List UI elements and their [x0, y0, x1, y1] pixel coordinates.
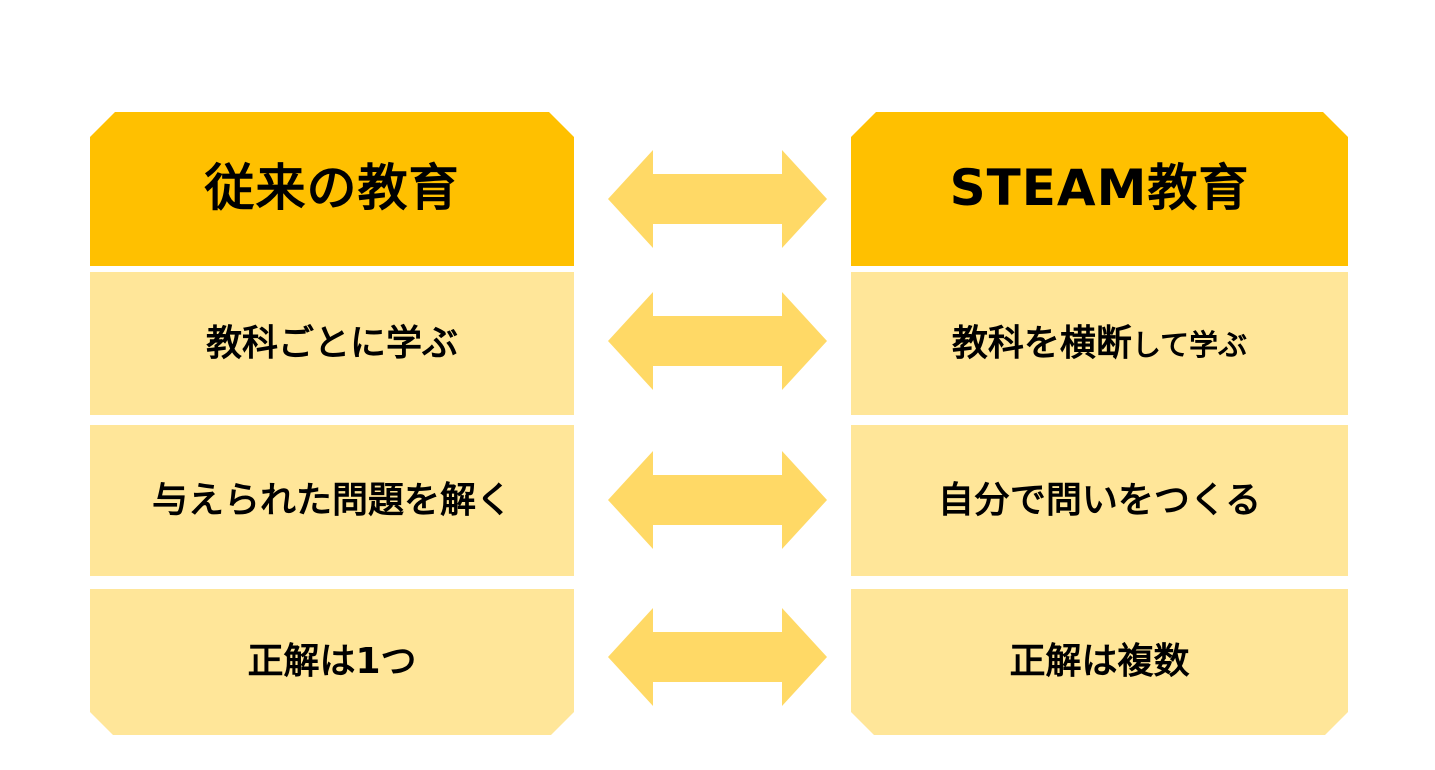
steam-row-label-rest: して学ぶ: [1131, 327, 1248, 362]
traditional-education-title: 従来の教育: [204, 159, 460, 218]
double-headed-arrow-icon: [608, 150, 827, 248]
steam-education-title: STEAM教育: [949, 159, 1250, 218]
steam-row-label: 正解は複数: [1009, 641, 1190, 683]
double-headed-arrow-icon: [608, 292, 827, 390]
traditional-row-learn-by-subject: 教科ごとに学ぶ: [90, 272, 574, 415]
traditional-row-one-correct-answer: 正解は1つ: [90, 589, 574, 735]
steam-row-label: 教科を横断して学ぶ: [952, 323, 1247, 364]
steam-row-label: 自分で問いをつくる: [937, 479, 1262, 521]
double-headed-arrow-icon: [608, 608, 827, 706]
steam-row-create-own-questions: 自分で問いをつくる: [851, 425, 1348, 576]
traditional-row-label: 正解は1つ: [247, 641, 417, 683]
traditional-row-label: 教科ごとに学ぶ: [205, 322, 458, 364]
steam-row-cross-subject-learning: 教科を横断して学ぶ: [851, 272, 1348, 415]
traditional-education-header: 従来の教育: [90, 112, 574, 266]
steam-education-header: STEAM教育: [851, 112, 1348, 266]
steam-row-multiple-correct-answers: 正解は複数: [851, 589, 1348, 735]
traditional-row-label: 与えられた問題を解く: [151, 479, 512, 521]
traditional-row-solve-given-problems: 与えられた問題を解く: [90, 425, 574, 576]
steam-row-label-emphasis: 教科を横断: [951, 322, 1132, 364]
double-headed-arrow-icon: [608, 451, 827, 549]
